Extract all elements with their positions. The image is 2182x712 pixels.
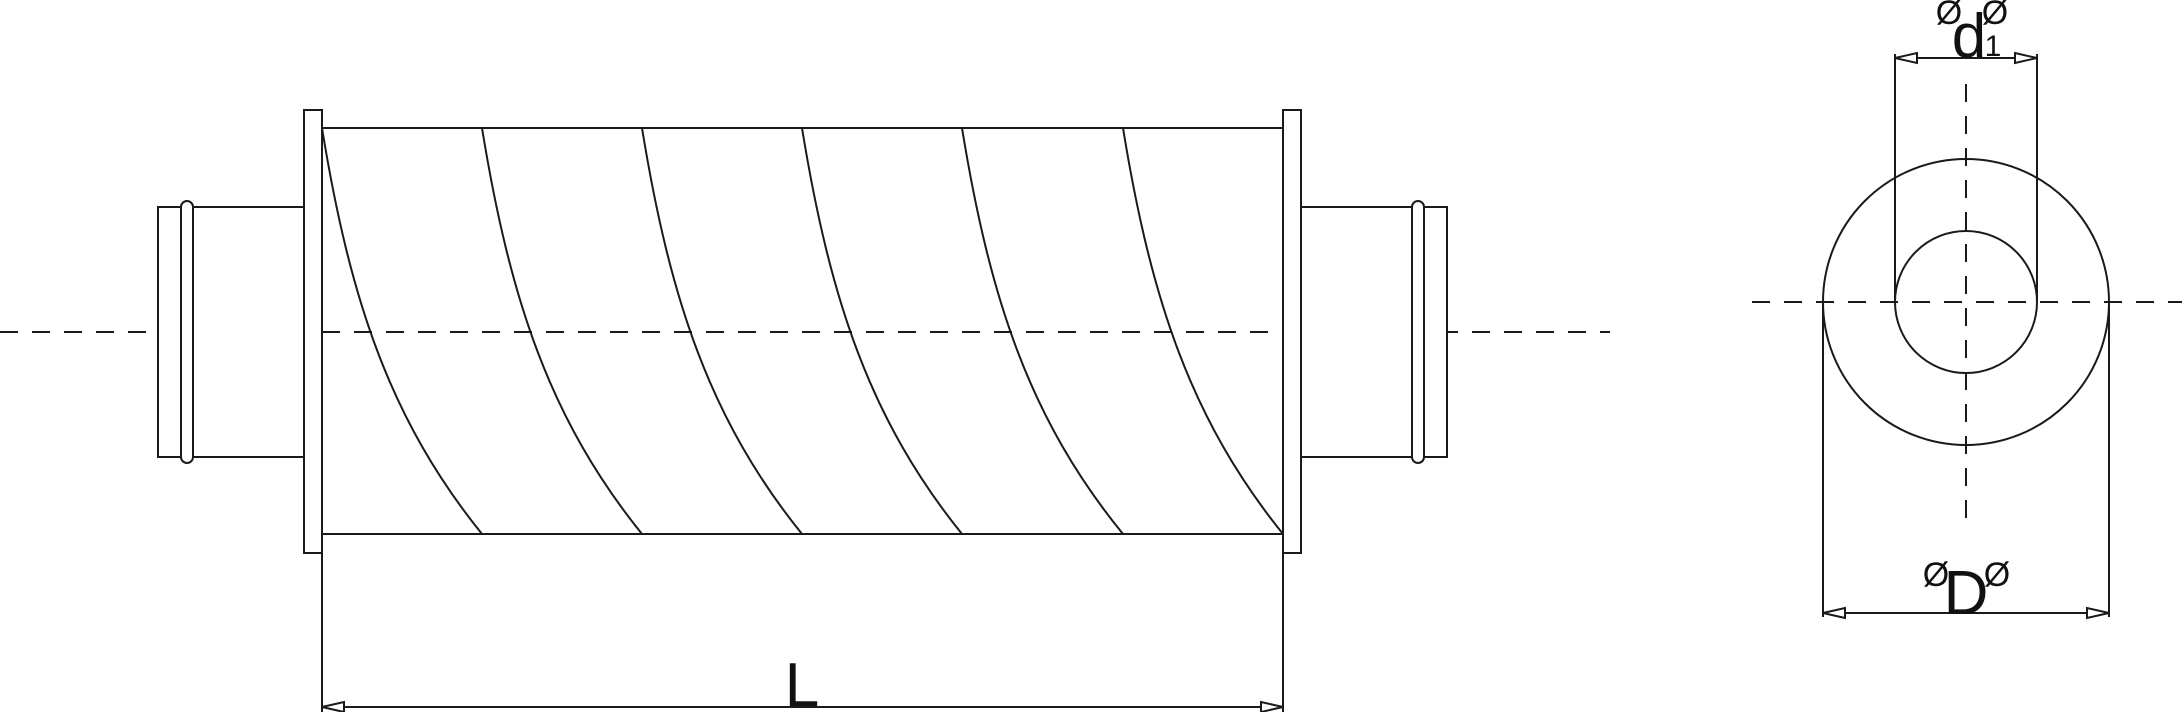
length-label: L [785, 651, 819, 712]
inner-diameter-label: d [1952, 2, 1986, 71]
spiral-seams [321, 127, 1284, 535]
left-spigot-seal-ring [180, 200, 194, 464]
end-view: Ø d 1 Ø Ø D Ø [1752, 0, 2182, 628]
right-spigot-body [1300, 206, 1448, 458]
left-spigot-body [157, 206, 305, 458]
side-view: L [0, 109, 1610, 712]
outer-diameter-dimension: Ø D Ø [1822, 302, 2110, 628]
left-end-flange [303, 109, 323, 554]
length-dimension: L [321, 534, 1284, 712]
spiral-seam [641, 127, 803, 535]
inner-diameter-dimension: Ø d 1 Ø [1894, 0, 2038, 302]
outer-diameter-label: D [1944, 559, 1989, 628]
outer-diameter-symbol-left: Ø [1923, 556, 1949, 594]
spiral-seam [1122, 127, 1284, 535]
length-arrow-left [321, 700, 345, 712]
right-spigot [1300, 200, 1448, 464]
outer-diameter-symbol-right: Ø [1984, 556, 2010, 594]
inner-diameter-symbol-right: Ø [1982, 0, 2008, 32]
outer-arrow-right [2086, 606, 2110, 620]
inner-arrow-left [1894, 51, 1918, 65]
inner-diameter-subscript: 1 [1985, 30, 2002, 63]
length-arrow-right [1260, 700, 1284, 712]
spiral-seam [321, 127, 483, 535]
inner-arrow-right [2014, 51, 2038, 65]
inner-diameter-symbol-left: Ø [1936, 0, 1962, 32]
spiral-seam [481, 127, 643, 535]
spiral-seam [801, 127, 963, 535]
left-spigot [157, 200, 305, 464]
right-end-flange [1282, 109, 1302, 554]
outer-arrow-left [1822, 606, 1846, 620]
right-spigot-seal-ring [1411, 200, 1425, 464]
spiral-seam [961, 127, 1124, 535]
